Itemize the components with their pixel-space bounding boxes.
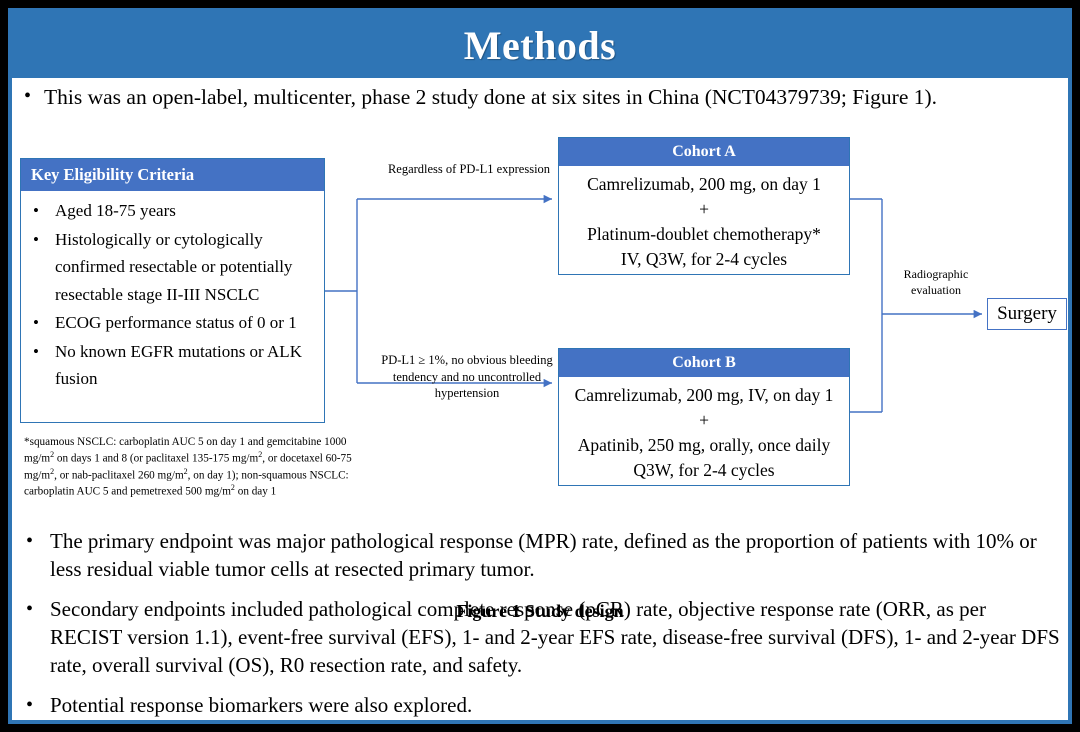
cohort-a-line: Platinum-doublet chemotherapy* bbox=[587, 223, 821, 244]
connector-label-radiographic: Radiographic evaluation bbox=[903, 267, 969, 297]
bullet-text: Potential response biomarkers were also … bbox=[50, 692, 473, 717]
bullet-marker: • bbox=[26, 597, 34, 620]
connector-label-bottom: PD-L1 ≥ 1%, no obvious bleeding tendency… bbox=[381, 353, 553, 400]
bullet-text: The primary endpoint was major pathologi… bbox=[50, 529, 1037, 581]
cohort-b-header: Cohort B bbox=[559, 349, 849, 377]
eligibility-item-text: No known EGFR mutations or ALK fusion bbox=[55, 341, 302, 389]
eligibility-list: • Aged 18-75 years • Histologically or c… bbox=[21, 191, 324, 393]
list-item: • Potential response biomarkers were als… bbox=[22, 692, 1062, 720]
chemotherapy-footnote: *squamous NSCLC: carboplatin AUC 5 on da… bbox=[24, 436, 352, 498]
cohort-a-header: Cohort A bbox=[559, 138, 849, 166]
cohort-b-line: Q3W, for 2-4 cycles bbox=[633, 459, 775, 480]
bullet-text: Secondary endpoints included pathologica… bbox=[50, 596, 1060, 677]
cohort-b-line: Camrelizumab, 200 mg, IV, on day 1 bbox=[574, 385, 834, 405]
lead-bullet: • This was an open-label, multicenter, p… bbox=[24, 84, 1060, 112]
cohort-b-box: Cohort B Camrelizumab, 200 mg, IV, on da… bbox=[558, 348, 850, 486]
list-item: • Histologically or cytologically confir… bbox=[29, 226, 316, 309]
list-item: • Secondary endpoints included pathologi… bbox=[22, 596, 1062, 680]
cohort-a-line: Camrelizumab, 200 mg, on day 1 bbox=[587, 174, 821, 194]
cohort-a-line: + bbox=[699, 198, 709, 219]
eligibility-criteria-box: Key Eligibility Criteria • Aged 18-75 ye… bbox=[20, 158, 325, 423]
eligibility-item-text: Histologically or cytologically confirme… bbox=[55, 229, 293, 304]
bullet-marker: • bbox=[26, 693, 34, 716]
cohort-a-line: IV, Q3W, for 2-4 cycles bbox=[620, 248, 788, 269]
eligibility-item-text: Aged 18-75 years bbox=[55, 201, 176, 220]
bullet-marker: • bbox=[33, 201, 39, 220]
cohort-b-line: Apatinib, 250 mg, orally, once daily bbox=[577, 434, 831, 455]
bullet-marker: • bbox=[24, 85, 32, 107]
endpoints-bullet-list: • The primary endpoint was major patholo… bbox=[22, 528, 1062, 732]
list-item: • No known EGFR mutations or ALK fusion bbox=[29, 338, 316, 393]
cohort-a-body: Camrelizumab, 200 mg, on day 1 + Platinu… bbox=[559, 166, 849, 277]
eligibility-header: Key Eligibility Criteria bbox=[21, 159, 324, 191]
bullet-marker: • bbox=[33, 341, 39, 361]
list-item: • ECOG performance status of 0 or 1 bbox=[29, 309, 316, 337]
lead-bullet-text: This was an open-label, multicenter, pha… bbox=[44, 85, 938, 109]
cohort-b-body: Camrelizumab, 200 mg, IV, on day 1 + Apa… bbox=[559, 377, 849, 488]
list-item: • Aged 18-75 years bbox=[29, 197, 316, 225]
slide-title-bar: Methods bbox=[12, 12, 1068, 78]
slide-frame: Methods • This was an open-label, multic… bbox=[8, 8, 1072, 724]
bullet-marker: • bbox=[33, 229, 39, 249]
cohort-b-line: + bbox=[699, 409, 709, 430]
list-item: • The primary endpoint was major patholo… bbox=[22, 528, 1062, 584]
study-design-figure: Key Eligibility Criteria • Aged 18-75 ye… bbox=[12, 117, 1068, 621]
bullet-marker: • bbox=[26, 530, 34, 552]
figure-caption: Figure 1 Study design bbox=[456, 601, 624, 621]
page-title: Methods bbox=[463, 22, 617, 68]
bullet-marker: • bbox=[33, 313, 39, 333]
connector-label-top: Regardless of PD-L1 expression bbox=[387, 162, 551, 176]
surgery-box: Surgery bbox=[987, 298, 1067, 330]
cohort-a-box: Cohort A Camrelizumab, 200 mg, on day 1 … bbox=[558, 137, 850, 275]
eligibility-item-text: ECOG performance status of 0 or 1 bbox=[55, 313, 297, 333]
